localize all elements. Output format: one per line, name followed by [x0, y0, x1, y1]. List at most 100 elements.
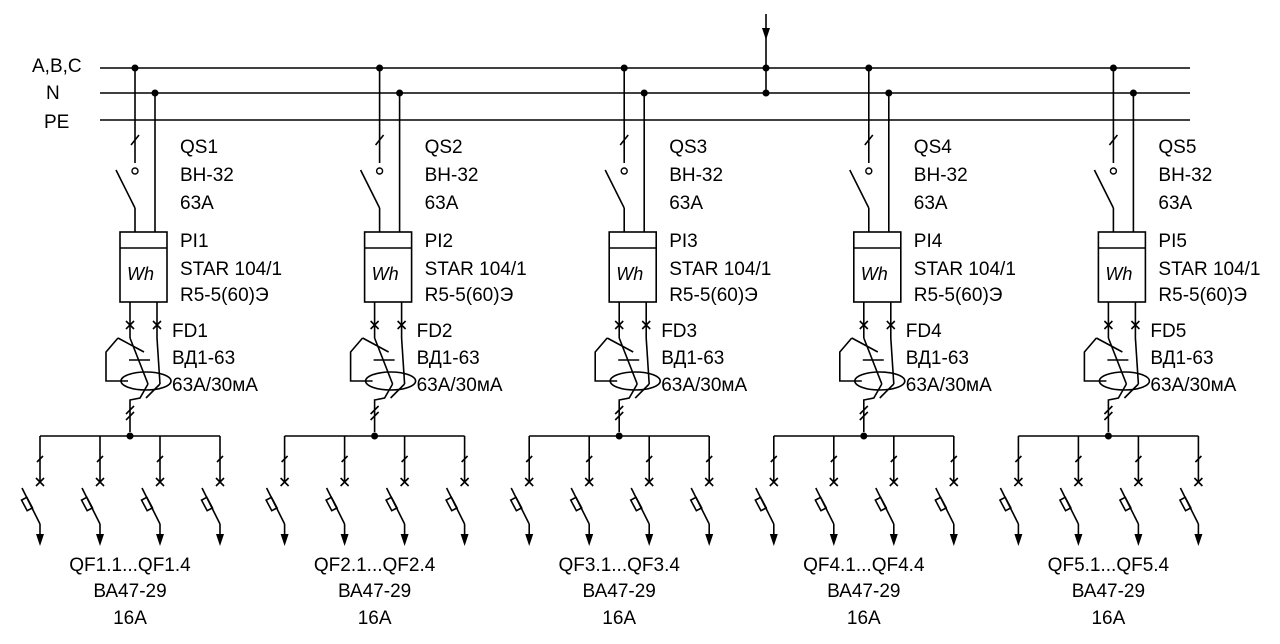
switch-name: QS1	[180, 137, 218, 158]
switch-mark-icon	[1108, 134, 1119, 146]
meter-name: PI2	[425, 231, 454, 252]
meter-box	[1097, 231, 1147, 303]
meter-name: PI1	[180, 231, 209, 252]
switch-rating: 63А	[669, 193, 703, 214]
switch-mark-icon	[130, 134, 140, 146]
meter-symbol: Wh	[372, 264, 399, 284]
rcd-blade-icon	[618, 337, 638, 385]
switch-mark-icon	[374, 134, 385, 146]
switch-name: QS2	[425, 137, 463, 158]
rcd-contact-x-icon	[859, 320, 869, 330]
rcd-contact-x-icon	[1130, 320, 1140, 330]
rcd-name: FD2	[417, 321, 453, 342]
rcd-contact-x-icon	[152, 320, 162, 330]
rcd-blade-icon	[890, 337, 895, 385]
circuit-breaker-icon	[325, 436, 350, 546]
breakers-range: QF3.1...QF3.4	[558, 555, 680, 576]
breakers-rating: 16А	[113, 608, 147, 629]
load-switch-blade-icon	[604, 169, 625, 209]
breakers-type: ВА47-29	[338, 581, 411, 602]
meter-box	[119, 231, 168, 303]
meter-symbol: Wh	[127, 264, 154, 284]
meter-name: PI4	[914, 231, 943, 252]
breakers-range: QF5.1...QF5.4	[1048, 555, 1170, 576]
switch-type: ВН-32	[1158, 165, 1212, 186]
rcd-blade-icon	[863, 337, 883, 385]
rcd-linkage-icon	[851, 337, 879, 353]
circuit-breaker-icon	[385, 436, 410, 546]
rcd-blade-icon	[129, 337, 149, 385]
rcd-linkage-icon	[117, 337, 145, 353]
circuit-breaker-icon	[874, 436, 899, 546]
rcd-linkage-icon	[606, 337, 634, 353]
breakers-type: ВА47-29	[583, 581, 656, 602]
meter-name: PI3	[669, 231, 698, 252]
rcd-trip-loop-icon	[105, 337, 128, 382]
meter-rating: R5-5(60)Э	[180, 285, 269, 306]
meter-type: STAR 104/1	[914, 259, 1016, 280]
rcd-rating: 63А/30мА	[1150, 375, 1236, 396]
rcd-trip-loop-icon	[1083, 337, 1107, 382]
switch-type: ВН-32	[425, 165, 479, 186]
bus-label-n: N	[46, 83, 60, 104]
circuit-breaker-icon	[1118, 436, 1143, 546]
circuit-breaker-icon	[509, 436, 534, 546]
rcd-name: FD3	[661, 321, 697, 342]
breakers-type: ВА47-29	[93, 581, 166, 602]
circuit-breaker-icon	[200, 436, 225, 546]
rcd-contact-x-icon	[125, 320, 135, 330]
meter-rating: R5-5(60)Э	[425, 285, 514, 306]
circuit-breaker-icon	[814, 436, 839, 546]
rcd-linkage-icon	[362, 337, 389, 353]
rcd-linkage-icon	[1096, 337, 1123, 353]
rcd-contact-x-icon	[614, 320, 624, 330]
bus-label-pe: PE	[44, 112, 69, 133]
rcd-type: ВД1-63	[906, 348, 969, 369]
rcd-blade-icon	[1107, 337, 1128, 385]
circuit-breaker-icon	[934, 436, 959, 546]
switch-contact-icon	[620, 167, 628, 175]
incoming-junction-abc	[762, 64, 770, 72]
breakers-rating: 16А	[602, 608, 636, 629]
breakers-rating: 16А	[847, 608, 881, 629]
meter-rating: R5-5(60)Э	[1158, 285, 1247, 306]
rcd-type: ВД1-63	[661, 348, 724, 369]
rcd-contact-x-icon	[370, 320, 380, 330]
breakers-type: ВА47-29	[827, 581, 900, 602]
meter-symbol: Wh	[861, 264, 888, 284]
breakers-range: QF1.1...QF1.4	[69, 555, 191, 576]
rcd-output-conductor	[879, 383, 895, 399]
meter-box	[608, 231, 658, 303]
circuit-breaker-icon	[689, 436, 714, 546]
rcd-output-marks-icon	[1103, 405, 1113, 421]
rcd-type: ВД1-63	[417, 348, 480, 369]
incoming-junction-n	[762, 89, 770, 97]
breakers-rating: 16А	[358, 608, 392, 629]
meter-name: PI5	[1158, 231, 1187, 252]
bus-label-abc: A,B,C	[32, 56, 82, 77]
rcd-name: FD1	[172, 321, 208, 342]
rcd-name: FD5	[1150, 321, 1186, 342]
meter-box	[852, 231, 902, 303]
switch-rating: 63А	[425, 193, 459, 214]
rcd-rating: 63А/30мА	[417, 375, 503, 396]
rcd-contact-x-icon	[1103, 320, 1113, 330]
circuit-breaker-icon	[20, 436, 45, 546]
switch-name: QS4	[914, 137, 952, 158]
rcd-output-conductor	[390, 383, 406, 399]
rcd-transformer-icon	[1098, 371, 1151, 391]
rcd-output-marks-icon	[370, 405, 380, 421]
switch-contact-icon	[865, 167, 873, 175]
circuit-breaker-icon	[629, 436, 654, 546]
breakers-type: ВА47-29	[1072, 581, 1145, 602]
switch-rating: 63А	[180, 193, 214, 214]
meter-type: STAR 104/1	[425, 259, 527, 280]
rcd-type: ВД1-63	[1150, 348, 1213, 369]
rcd-output-conductor	[145, 383, 161, 399]
circuit-breaker-icon	[569, 436, 594, 546]
switch-rating: 63А	[914, 193, 948, 214]
